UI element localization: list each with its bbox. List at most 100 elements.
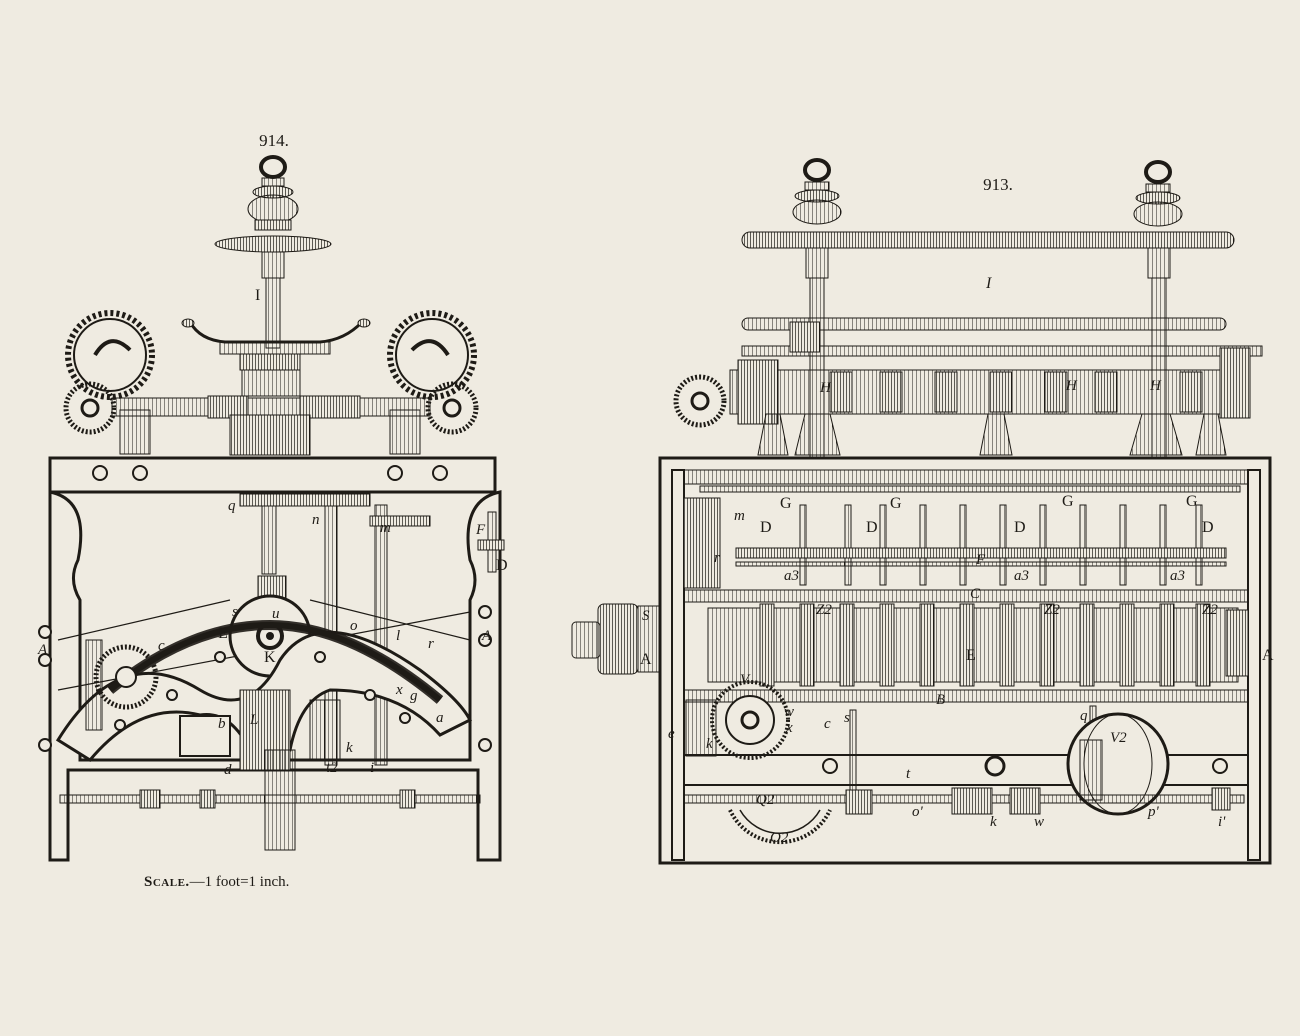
figure-913-side-view: 913. I [571, 158, 1274, 865]
label-S: S [642, 608, 650, 624]
label-i-prime: i' [1218, 814, 1226, 830]
label-s: s [844, 710, 850, 726]
label-C: C [970, 586, 981, 602]
spindle-gear-stack [683, 497, 721, 589]
label-K: K [264, 649, 276, 666]
shaft-m [374, 504, 388, 766]
label-I: I [985, 275, 992, 292]
label-m: m [734, 508, 745, 524]
frame-legs [48, 490, 502, 862]
label-c: c [158, 638, 165, 654]
gear-top-right [387, 310, 477, 400]
label-x: x [395, 682, 403, 698]
label-i: i [370, 760, 374, 776]
spindle-top-knob [214, 155, 332, 279]
gear-top-left [65, 310, 155, 400]
label-L: L [249, 712, 258, 728]
bottom-shaft [59, 794, 481, 804]
scale-caption: Scale.—1 foot=1 inch. [144, 874, 289, 891]
label-b: b [218, 716, 226, 732]
label-V2: V2 [1110, 730, 1127, 746]
label-Z2-3: Z2 [1202, 602, 1218, 618]
label-E: E [218, 625, 228, 642]
label-G4: G [1186, 493, 1198, 510]
label-B: B [936, 692, 945, 708]
label-g: g [410, 688, 418, 704]
label-Q2: Q2 [756, 792, 775, 808]
guide-rod-lower [741, 345, 1263, 357]
top-rail [741, 231, 1235, 249]
label-A-left: A [37, 642, 48, 658]
frame-rail-C [671, 589, 1261, 603]
roller-end-wheel [673, 374, 727, 428]
gear-V [710, 680, 790, 760]
label-u: u [272, 606, 280, 622]
label-D2: D [866, 519, 878, 536]
label-a3-2: a3 [1014, 568, 1029, 584]
label-k: k [346, 740, 353, 756]
label-x: x [785, 720, 793, 736]
label-D3: D [1014, 519, 1026, 536]
roller-bosses [737, 347, 1251, 425]
label-c: c [824, 716, 831, 732]
label-q: q [228, 498, 236, 514]
label-s: s [232, 604, 238, 620]
label-H3: H [1149, 378, 1162, 394]
label-G1: G [780, 495, 792, 512]
label-D: D [496, 557, 508, 574]
label-G3: G [1062, 493, 1074, 510]
label-O2: O2 [770, 830, 789, 846]
yoke-plate [219, 341, 331, 355]
label-V: V [740, 672, 751, 688]
bobbin-row-E [707, 603, 1249, 687]
label-r: r [428, 636, 434, 652]
label-G2: G [890, 495, 902, 512]
spindle-top-knob-right [1133, 160, 1183, 227]
label-p-prime: p' [1147, 804, 1160, 820]
lower-wheel-arc [728, 809, 832, 845]
label-a: a [436, 710, 444, 726]
wheel-right [425, 381, 479, 435]
spindle-top-knob-left [792, 158, 842, 225]
label-Z2-1: Z2 [816, 602, 832, 618]
label-w: w [784, 704, 794, 720]
label-k-lower: k [990, 814, 997, 830]
label-H1: H [819, 380, 832, 396]
bevel-gear [229, 414, 311, 456]
drive-pulley-S [571, 603, 661, 675]
label-n: n [312, 512, 320, 528]
guide-rod-upper [741, 317, 1227, 331]
frame-rail-t [671, 754, 1261, 786]
label-H2: H [1065, 378, 1078, 394]
label-q: q [1080, 708, 1088, 724]
label-Z2-2: Z2 [1044, 602, 1060, 618]
label-F: F [475, 522, 486, 538]
label-t2: t2 [326, 760, 338, 776]
label-D4: D [1202, 519, 1214, 536]
label-l: l [396, 628, 400, 644]
label-a3-3: a3 [1170, 568, 1185, 584]
label-m: m [380, 520, 391, 536]
figure-913-number: 913. [983, 175, 1013, 194]
label-A-right: A [481, 628, 492, 644]
label-A-left: A [640, 651, 652, 668]
frame-top-beam [48, 456, 497, 494]
frame-bolts [92, 465, 448, 481]
label-F: F [975, 552, 986, 568]
label-w-lower: w [1034, 814, 1044, 830]
spindle-row-D [735, 504, 1227, 586]
figure-914-number: 914. [259, 131, 289, 150]
label-r: r [714, 550, 720, 566]
label-o-prime: o' [912, 804, 924, 820]
label-A-right: A [1262, 647, 1274, 664]
frame-rail-top [671, 469, 1261, 485]
label-t: t [906, 766, 911, 782]
label-e: e [668, 726, 675, 742]
label-I: I [255, 287, 260, 304]
gear-w [93, 644, 159, 710]
figure-914-end-view: 914. I [37, 131, 508, 862]
scale-caption-lead: Scale. [144, 874, 190, 890]
vertical-spindle [265, 277, 281, 349]
